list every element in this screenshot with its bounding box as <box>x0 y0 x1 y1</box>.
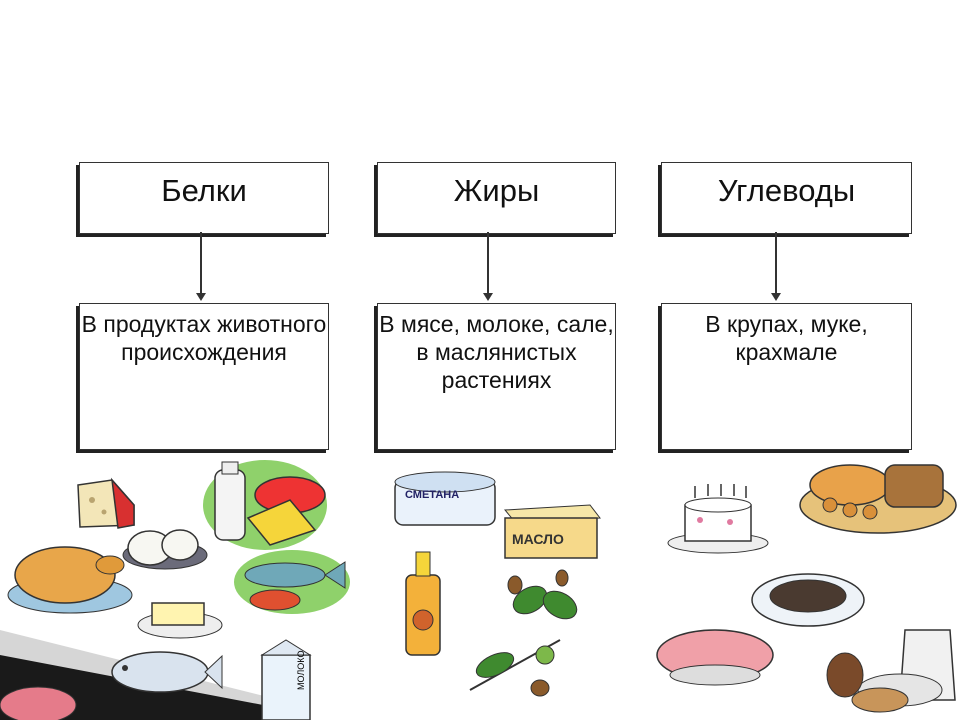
birthday-cake-icon <box>667 484 769 554</box>
butter-pack-label: МАСЛО <box>512 531 564 547</box>
oil-bottle-icon <box>405 551 441 656</box>
roast-chicken-icon <box>7 546 133 614</box>
milk-carton-label: МОЛОКО <box>296 651 306 690</box>
eggs-plate-icon <box>122 529 208 570</box>
header-fats-label: Жиры <box>453 173 540 208</box>
grain-bowl-icon <box>656 629 774 686</box>
arrow-carbohydrates <box>771 232 781 301</box>
milk-carton-icon: МОЛОКО <box>260 639 312 720</box>
bread-basket-icon <box>799 464 957 534</box>
fish-icon <box>111 651 223 693</box>
buckwheat-plate-icon <box>751 573 865 627</box>
butter-plate-icon <box>137 602 223 639</box>
butter-pack-icon: МАСЛО <box>503 504 601 559</box>
header-proteins-label: Белки <box>161 173 247 208</box>
description-carbohydrates-text: В крупах, муке, крахмале <box>705 311 868 365</box>
nut-branch-icon <box>469 639 561 697</box>
milk-cheese-plate-icon <box>203 460 327 550</box>
header-carbohydrates-label: Углеводы <box>717 173 856 208</box>
header-proteins: Белки <box>79 162 329 234</box>
description-fats: В мясе, молоке, сале, в маслянистых раст… <box>377 303 616 450</box>
description-carbohydrates: В крупах, муке, крахмале <box>661 303 912 450</box>
meat-icon <box>0 686 77 720</box>
hazelnut-leaves-icon <box>507 569 578 620</box>
arrow-proteins <box>196 232 206 301</box>
sour-cream-label: СМЕТАНА <box>405 489 459 501</box>
description-fats-text: В мясе, молоке, сале, в маслянистых раст… <box>379 311 614 393</box>
header-carbohydrates: Углеводы <box>661 162 912 234</box>
header-fats: Жиры <box>377 162 616 234</box>
arrow-fats <box>483 232 493 301</box>
description-proteins-text: В продуктах животного происхождения <box>81 311 327 365</box>
flour-jug-icon <box>826 629 956 713</box>
fish-seafood-icon <box>234 550 350 614</box>
cheese-wedge-icon <box>77 477 135 529</box>
sour-cream-tub-icon: СМЕТАНА <box>394 471 496 526</box>
description-proteins: В продуктах животного происхождения <box>79 303 329 450</box>
